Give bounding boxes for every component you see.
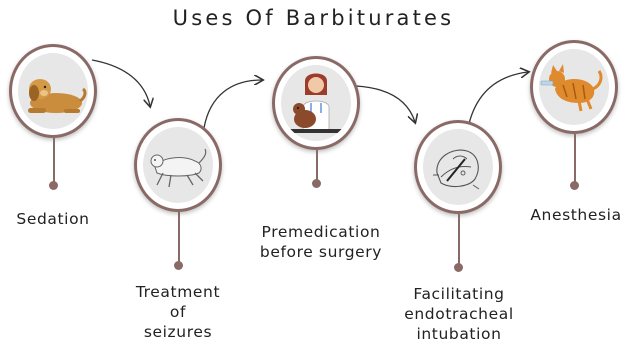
step-3-dot	[312, 179, 321, 188]
step-4-stem	[458, 214, 460, 266]
step-2-stem	[178, 212, 180, 262]
step-5-circle	[530, 40, 618, 134]
step-1-circle	[9, 44, 97, 138]
seizing-dog-icon	[143, 127, 213, 203]
step-1-label: Sedation	[4, 209, 102, 229]
vet-with-dog-icon	[281, 65, 351, 141]
step-2-dot	[174, 261, 183, 270]
step-4-dot	[454, 263, 463, 272]
step-5-label: Anesthesia	[518, 205, 627, 225]
step-2-label: Treatment of seizures	[116, 282, 240, 342]
arrow-2	[204, 80, 262, 128]
step-3-label: Premedication before surgery	[248, 222, 394, 262]
step-4-label: Facilitating endotracheal intubation	[388, 284, 530, 344]
step-5-dot	[570, 181, 579, 190]
step-4-circle	[414, 120, 502, 214]
step-5-stem	[574, 134, 576, 182]
step-3-stem	[316, 150, 318, 180]
step-2-circle	[134, 118, 222, 212]
arrow-4	[468, 72, 528, 128]
step-1-stem	[53, 138, 55, 182]
intubation-diagram-icon	[423, 129, 493, 205]
arrow-3	[356, 86, 415, 122]
step-1-dot	[49, 181, 58, 190]
step-3-circle	[272, 56, 360, 150]
arrow-1	[92, 60, 150, 106]
sleeping-dog-icon	[18, 53, 88, 129]
anesthetized-cat-icon	[539, 49, 609, 125]
